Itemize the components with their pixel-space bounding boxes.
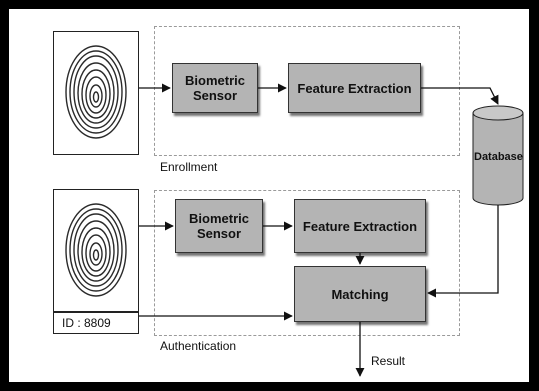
result-label: Result: [371, 354, 406, 368]
enrollment-feature-extraction: Feature Extraction: [288, 63, 421, 113]
arrow-feature-to-database: [421, 87, 499, 105]
enrollment-biometric-sensor: Biometric Sensor: [172, 63, 258, 113]
user-id-field: ID : 8809: [53, 312, 139, 334]
enrollment-fingerprint-panel: [53, 31, 139, 155]
matching-label: Matching: [331, 286, 389, 302]
database-label: Database: [474, 151, 523, 163]
enrollment-region: [154, 26, 460, 156]
authentication-region: [154, 190, 460, 336]
authentication-biometric-sensor: Biometric Sensor: [175, 199, 263, 253]
authentication-label: Authentication: [160, 339, 237, 353]
fingerprint-icon: [65, 203, 127, 297]
sensor-label-line2: Sensor: [192, 88, 238, 103]
sensor-label-line2: Sensor: [196, 226, 242, 241]
enrollment-label: Enrollment: [160, 160, 218, 174]
sensor-label-line1: Biometric: [189, 211, 249, 226]
feature-extraction-label: Feature Extraction: [302, 218, 418, 234]
authentication-feature-extraction: Feature Extraction: [294, 199, 426, 253]
feature-extraction-label: Feature Extraction: [297, 80, 412, 96]
authentication-fingerprint-panel: [53, 189, 139, 312]
arrow-database-to-matching: [427, 205, 499, 298]
fingerprint-icon: [65, 45, 127, 139]
sensor-label-line1: Biometric: [185, 73, 245, 88]
matching-box: Matching: [294, 266, 426, 322]
database-cylinder: [472, 105, 524, 206]
